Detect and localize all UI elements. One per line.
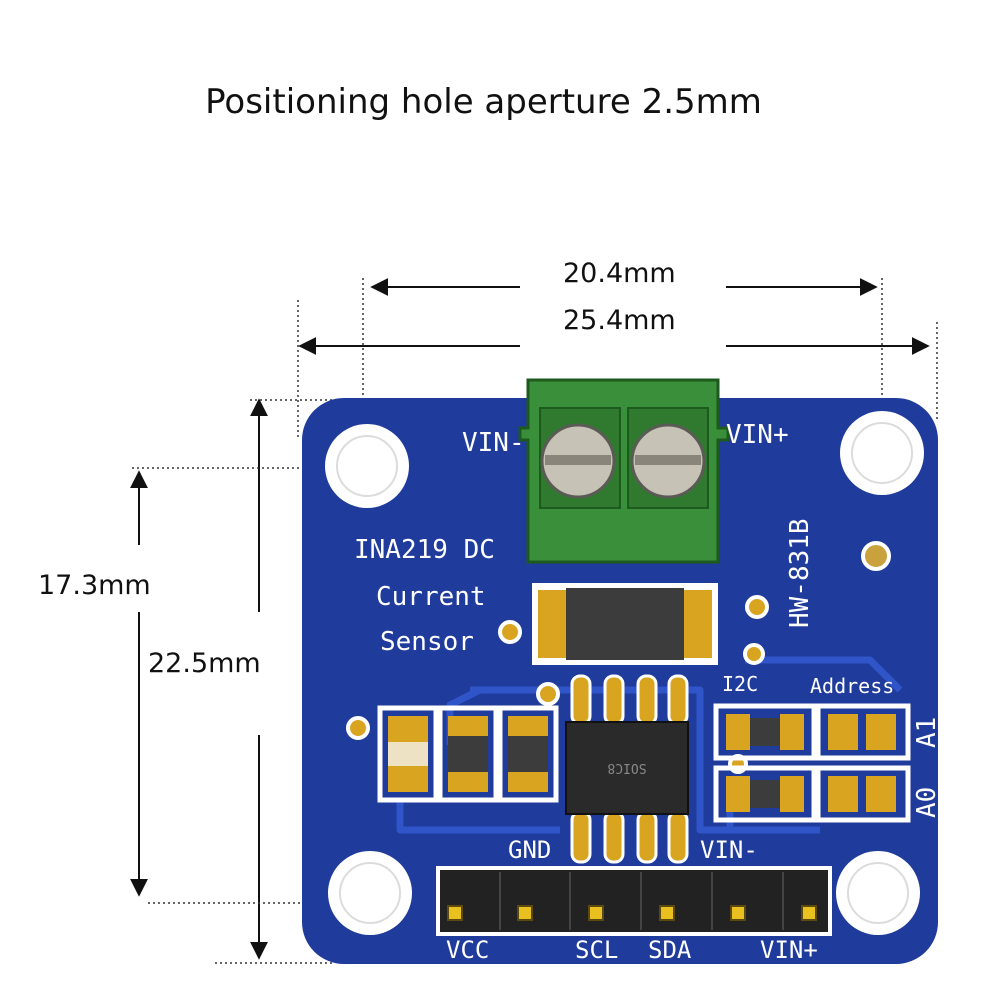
pin-label-vin-minus: VIN-: [700, 836, 758, 864]
hole-spacing-height-label: 17.3mm: [38, 570, 151, 601]
board-height-label: 22.5mm: [148, 648, 261, 679]
i2c-label: I2C: [722, 672, 758, 696]
pin-label-scl: SCL: [575, 936, 618, 964]
pin-sda: [659, 905, 675, 921]
pin-label-sda: SDA: [648, 936, 692, 964]
mounting-holes: [325, 411, 924, 935]
terminal-vin-plus-label: VIN+: [726, 420, 789, 450]
pin-header: [436, 866, 832, 936]
shunt-resistor: [532, 583, 718, 665]
product-label-line1: INA219 DC: [354, 535, 495, 565]
silkscreen: VIN- VIN+ INA219 DC Current Sensor HW-83…: [354, 420, 942, 964]
product-label-line3: Sensor: [380, 627, 474, 657]
chip-label: SOIC8: [607, 760, 646, 775]
pin-label-vin-plus: VIN+: [760, 936, 818, 964]
pin-label-gnd: GND: [508, 836, 551, 864]
hole-spacing-width-label: 20.4mm: [563, 258, 676, 289]
board-width-label: 25.4mm: [563, 305, 676, 336]
product-label-line2: Current: [376, 582, 486, 612]
model-label: HW-831B: [785, 518, 815, 628]
pin-vin-minus: [730, 905, 746, 921]
pin-gnd: [517, 905, 533, 921]
terminal-vin-minus-label: VIN-: [462, 428, 525, 458]
address-label: Address: [810, 674, 894, 698]
jumper-a0-label: A0: [912, 787, 942, 818]
page-title: Positioning hole aperture 2.5mm: [205, 82, 762, 122]
dimension-lines: [130, 278, 930, 960]
passive-components: [377, 705, 559, 803]
screw-terminal: [518, 378, 730, 564]
pin-vcc: [447, 905, 463, 921]
address-jumpers: [713, 703, 911, 823]
pin-label-vcc: VCC: [446, 936, 489, 964]
soic8-chip: SOIC8: [565, 674, 689, 864]
pin-scl: [588, 905, 604, 921]
pin-vin-plus: [801, 905, 817, 921]
jumper-a1-label: A1: [912, 717, 942, 748]
